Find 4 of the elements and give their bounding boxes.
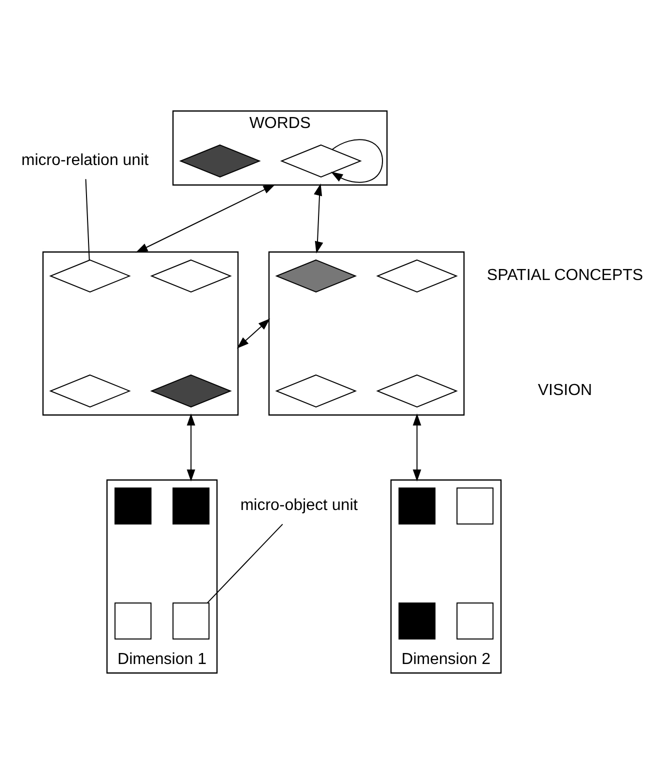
node-text: micro-object unit — [240, 496, 358, 514]
node-text: micro-relation unit — [21, 152, 149, 169]
label: SPATIAL CONCEPTS — [486, 266, 644, 284]
label: VISION — [538, 382, 592, 399]
